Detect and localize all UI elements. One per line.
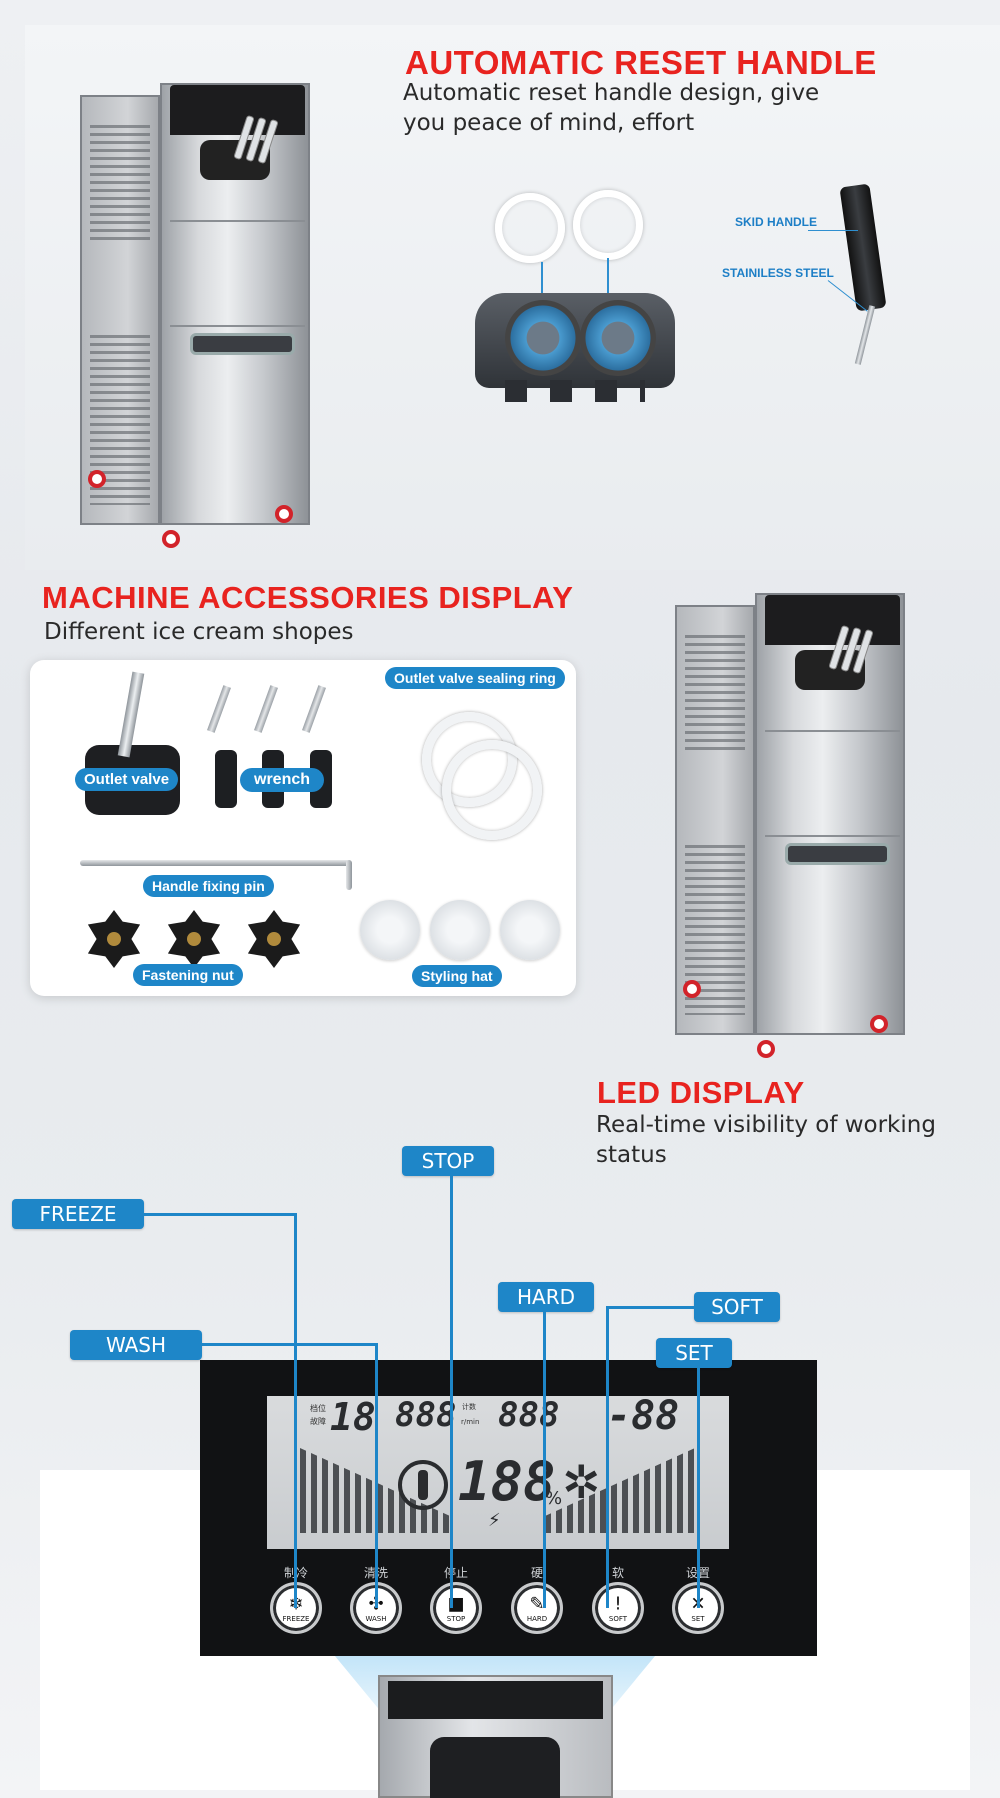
lcd-cn-label-3: 计数 — [462, 1403, 476, 1411]
plate-legs — [505, 380, 645, 402]
reset-subtitle-line2: you peace of mind, effort — [403, 110, 695, 136]
styling-hat-2 — [430, 900, 490, 960]
lead-wash-v — [375, 1343, 378, 1608]
tag-soft: SOFT — [694, 1292, 780, 1322]
wrench-shaft-3 — [302, 685, 326, 733]
button-cn-label-stop: 停止 — [443, 1566, 468, 1580]
soft-button-label: SOFT — [608, 1615, 628, 1623]
ice-cream-machine-image-middle — [675, 585, 915, 1058]
lcd-main-reading: 188 — [458, 1450, 556, 1513]
lcd-fan-icon — [398, 1460, 448, 1510]
set-button-label: SET — [691, 1615, 705, 1623]
bottom-machine-image — [378, 1675, 613, 1798]
label-fixing-pin: Handle fixing pin — [143, 875, 274, 897]
reset-subtitle-line1: Automatic reset handle design, give — [403, 80, 820, 106]
wrench-shaft-2 — [254, 685, 278, 733]
accessories-card: Outlet valve wrench Outlet valve sealing… — [30, 660, 576, 996]
wrench-handle-1 — [215, 750, 237, 808]
soft-drop-icon: ! — [614, 1593, 622, 1615]
tag-freeze: FREEZE — [12, 1199, 144, 1229]
accessories-subtitle: Different ice cream shopes — [44, 619, 354, 645]
lcd-snowflake-icon: ✲ — [562, 1455, 601, 1509]
nut-core-2 — [187, 932, 201, 946]
label-skid-handle: SKID HANDLE — [735, 215, 818, 229]
plate-socket-right — [580, 300, 656, 376]
tag-set: SET — [656, 1338, 732, 1368]
lcd-fan-blades — [418, 1470, 428, 1500]
hard-cone-icon: ✎ — [529, 1593, 545, 1615]
reset-title: AUTOMATIC RESET HANDLE — [405, 44, 877, 81]
label-stainless-steel: STAINILESS STEEL — [722, 266, 834, 280]
lead-freeze-v — [294, 1213, 297, 1608]
wrench-shaft-1 — [207, 685, 231, 733]
label-outlet-valve: Outlet valve — [75, 768, 179, 791]
accessories-title: MACHINE ACCESSORIES DISPLAY — [42, 580, 574, 615]
fixing-pin-image — [80, 860, 350, 866]
ring-lead-left — [541, 262, 543, 307]
seal-ring-2 — [442, 740, 542, 840]
lcd-seg-gear: 18 — [330, 1395, 376, 1439]
led-subtitle-line2: status — [596, 1142, 667, 1168]
lcd-mode-icon: ⚡ — [488, 1510, 501, 1531]
lead-set — [697, 1368, 700, 1608]
button-cn-label-soft: 软 — [611, 1566, 624, 1580]
lcd-seg-2: 888 — [395, 1395, 457, 1435]
lcd-unit-rmin: r/min — [461, 1418, 480, 1426]
led-subtitle-line1: Real-time visibility of working — [596, 1112, 936, 1138]
wash-button-label: WASH — [365, 1615, 387, 1623]
lcd-seg-3: 888 — [498, 1395, 560, 1435]
stop-button[interactable]: ■ STOP — [430, 1582, 482, 1634]
lead-stop — [450, 1176, 453, 1608]
lcd-cn-label-2: 故障 — [310, 1417, 326, 1426]
lead-soft-v — [606, 1306, 609, 1608]
stop-button-label: STOP — [446, 1615, 466, 1623]
lead-wash-h — [202, 1343, 377, 1346]
hard-button[interactable]: ✎ HARD — [511, 1582, 563, 1634]
hard-button-label: HARD — [526, 1615, 548, 1623]
tag-wash: WASH — [70, 1330, 202, 1360]
styling-hat-1 — [360, 900, 420, 960]
ice-cream-machine-image-top — [80, 75, 320, 548]
label-styling-hat: Styling hat — [412, 965, 502, 987]
lcd-cn-label-1: 档位 — [310, 1404, 326, 1413]
lead-freeze-h — [144, 1213, 296, 1216]
lcd-unit-percent: % — [545, 1488, 563, 1509]
freeze-button-label: FREEZE — [282, 1615, 310, 1623]
nut-core-1 — [107, 932, 121, 946]
tag-hard: HARD — [498, 1282, 594, 1312]
skid-lead — [808, 230, 858, 231]
label-sealing-ring: Outlet valve sealing ring — [385, 667, 565, 689]
plate-socket-left — [505, 300, 581, 376]
fixing-pin-bend — [346, 860, 352, 890]
label-wrench: wrench — [240, 768, 325, 792]
tag-stop: STOP — [402, 1146, 494, 1176]
sealing-ring-left — [495, 193, 565, 263]
nut-core-3 — [267, 932, 281, 946]
lcd-seg-4: -88 — [607, 1393, 680, 1439]
soft-button[interactable]: ! SOFT — [592, 1582, 644, 1634]
button-cn-label-hard: 硬 — [530, 1566, 543, 1580]
lead-soft-h — [606, 1306, 694, 1309]
styling-hat-3 — [500, 900, 560, 960]
led-title: LED DISPLAY — [597, 1075, 805, 1110]
lead-hard — [543, 1312, 546, 1608]
sealing-ring-right — [573, 190, 643, 260]
ring-lead-right — [607, 258, 609, 303]
label-fastening-nut: Fastening nut — [133, 964, 243, 986]
wash-button[interactable]: ✣ WASH — [350, 1582, 402, 1634]
